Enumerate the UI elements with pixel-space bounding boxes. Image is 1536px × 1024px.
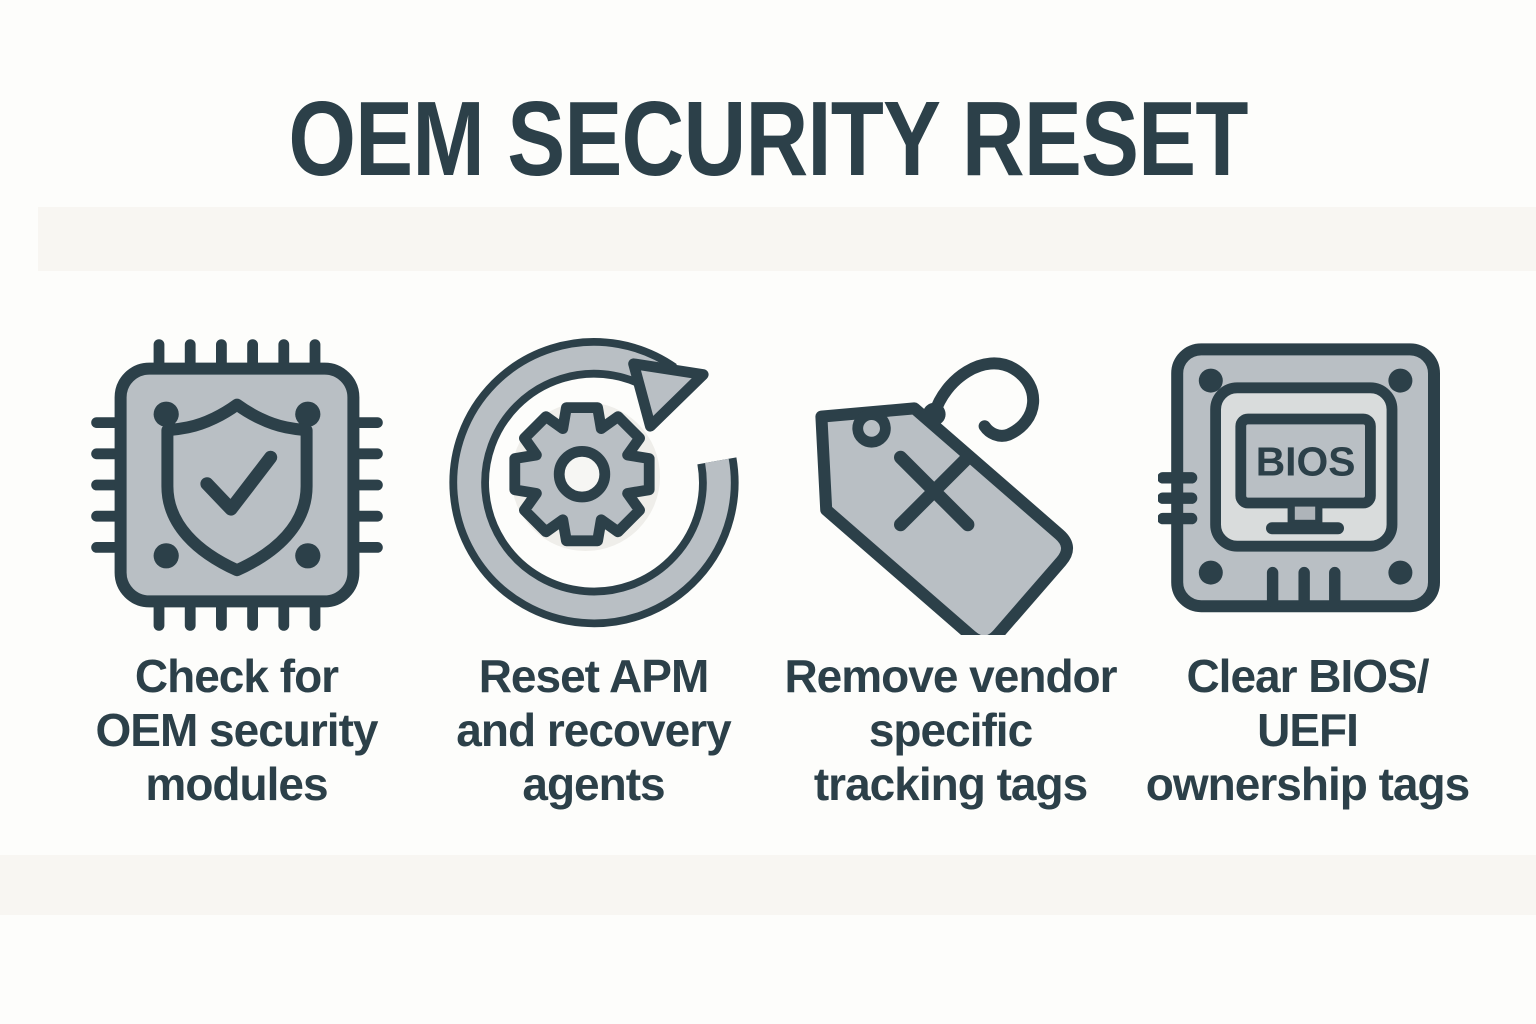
step-caption-line: Remove vendor	[784, 650, 1117, 702]
step-caption-line: agents	[522, 758, 665, 810]
tag-x-icon	[814, 357, 1073, 635]
bios-chip-icon: BIOS	[1157, 342, 1440, 612]
step-caption: Remove vendor specific tracking tags	[784, 649, 1117, 811]
step-caption: Clear BIOS/ UEFI ownership tags	[1145, 649, 1470, 811]
steps-row: Check for OEM security modules Reset APM	[0, 332, 1536, 811]
step-caption-line: Check for	[134, 650, 339, 702]
step-check-oem-modules: Check for OEM security modules	[58, 332, 415, 811]
step-caption-line: Clear BIOS/	[1186, 650, 1429, 702]
reset-gear-icon	[448, 337, 739, 627]
step-caption-line: specific	[868, 704, 1033, 756]
step-icon-box: BIOS	[1157, 332, 1458, 637]
background-band-bottom	[0, 855, 1536, 915]
step-caption-line: UEFI	[1257, 704, 1359, 756]
step-caption-line: Reset APM	[478, 650, 710, 702]
security-chip-icon	[90, 338, 383, 631]
step-caption-line: modules	[145, 758, 328, 810]
step-caption-line: ownership tags	[1145, 758, 1470, 810]
infographic-title: OEM SECURITY RESET	[288, 80, 1248, 198]
step-caption: Reset APM and recovery agents	[456, 649, 731, 811]
step-icon-box	[444, 332, 744, 637]
step-caption-line: OEM security	[95, 704, 379, 756]
step-remove-tracking-tags: Remove vendor specific tracking tags	[772, 332, 1129, 811]
step-clear-bios-uefi: BIOS Clear BIOS/ UEFI ownership tags	[1129, 332, 1486, 811]
infographic: OEM SECURITY RESET	[0, 80, 1536, 811]
step-icon-box	[801, 332, 1101, 637]
step-caption: Check for OEM security modules	[95, 649, 379, 811]
step-caption-line: tracking tags	[813, 758, 1088, 810]
bios-label: BIOS	[1255, 438, 1355, 484]
step-caption-line: and recovery	[456, 704, 731, 756]
step-reset-apm: Reset APM and recovery agents	[415, 332, 772, 811]
step-icon-box	[87, 332, 387, 637]
background-band-top	[38, 207, 1536, 271]
